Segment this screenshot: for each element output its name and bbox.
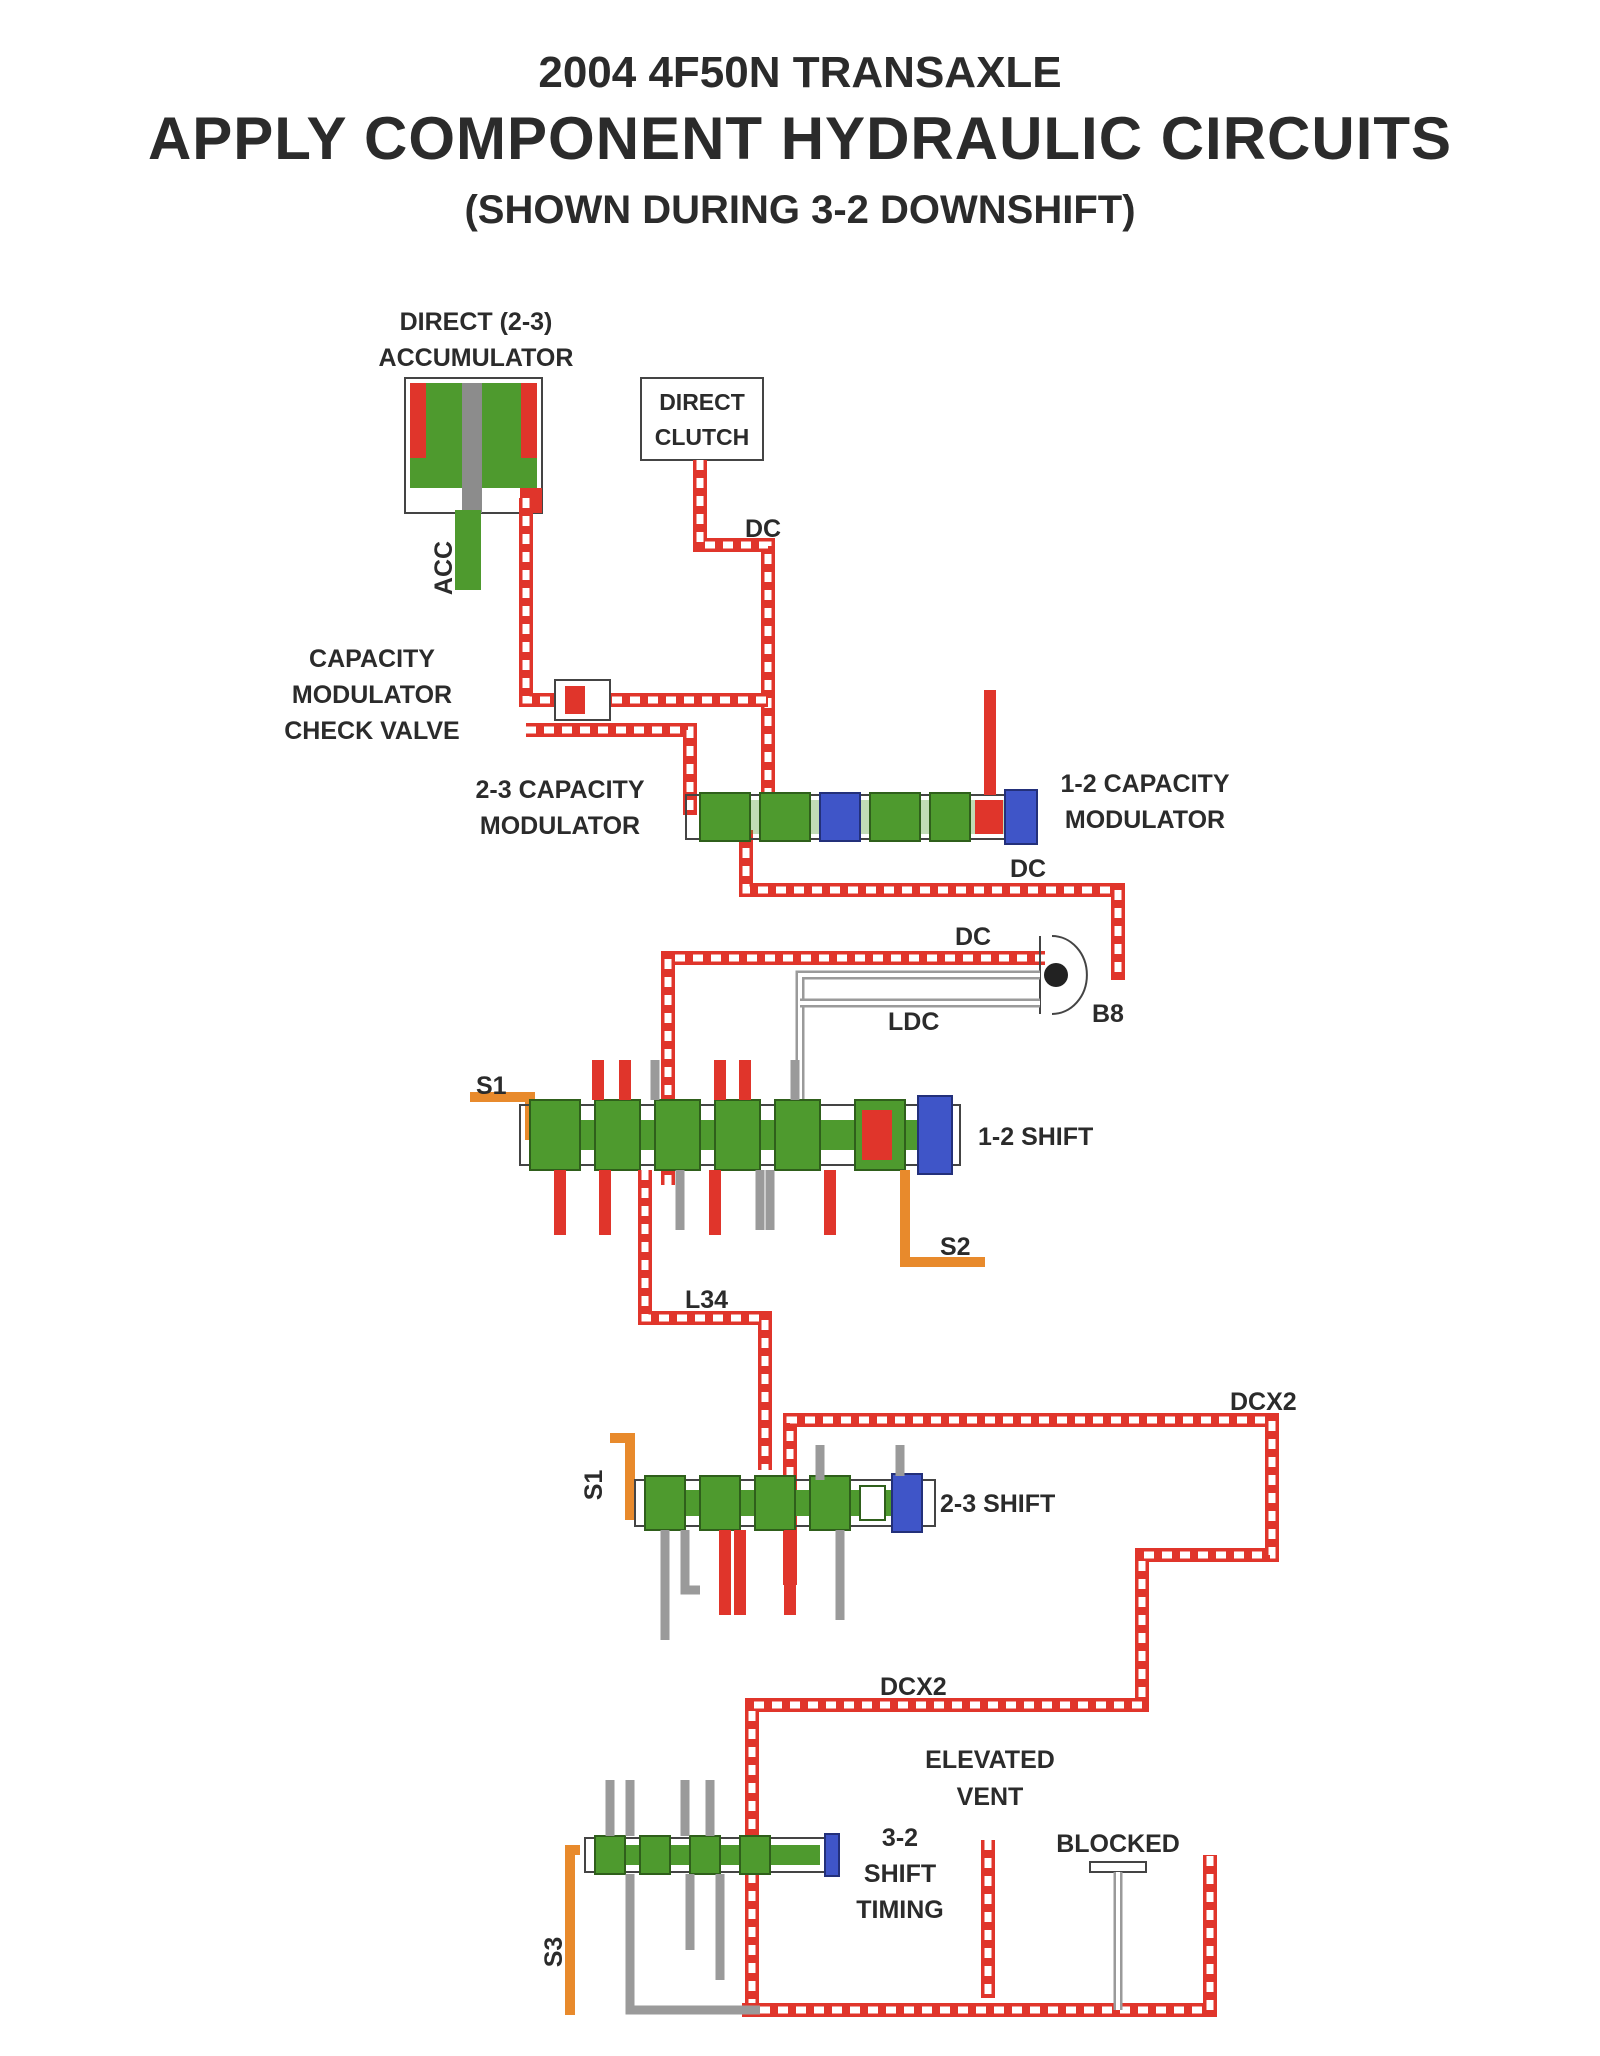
- circuit-label-dc-c: DC: [955, 923, 991, 951]
- capacity-modulator-check-valve: [554, 679, 611, 721]
- s3-feed: [565, 1845, 580, 2015]
- check-valve-label-2: MODULATOR: [292, 681, 452, 709]
- title-subtitle: (SHOWN DURING 3-2 DOWNSHIFT): [464, 188, 1136, 232]
- direct-clutch-label-1: DIRECT: [659, 389, 745, 415]
- shift-valve-23: [634, 1445, 936, 1640]
- ldc-circuit: [795, 970, 1040, 1100]
- direct-clutch-label-2: CLUTCH: [655, 424, 750, 450]
- blocked-label: BLOCKED: [1056, 1830, 1180, 1858]
- s2-feed: [900, 1170, 985, 1267]
- mod-23-label-1: 2-3 CAPACITY: [475, 776, 644, 804]
- circuit-label-l34: L34: [685, 1286, 728, 1314]
- shift-valve-12: [519, 1060, 961, 1235]
- mod-12-label-2: MODULATOR: [1065, 806, 1225, 834]
- circuit-label-s1-a: S1: [476, 1072, 507, 1100]
- elevated-vent-label-1: ELEVATED: [925, 1746, 1055, 1774]
- dcx2-circuit: [742, 1413, 1279, 2017]
- shift-23-label: 2-3 SHIFT: [940, 1490, 1055, 1518]
- timing-32-label-2: SHIFT: [864, 1860, 936, 1888]
- accumulator: [404, 377, 543, 590]
- circuit-label-s3: S3: [540, 1937, 568, 1968]
- title-model: 2004 4F50N TRANSAXLE: [538, 48, 1062, 97]
- mod-12-label-1: 1-2 CAPACITY: [1060, 770, 1229, 798]
- capacity-modulator-valve: [685, 690, 1038, 845]
- circuit-label-ldc: LDC: [888, 1008, 939, 1036]
- check-valve-label-1: CAPACITY: [309, 645, 435, 673]
- circuit-label-acc: ACC: [430, 541, 458, 595]
- circuit-label-dc-b: DC: [1010, 855, 1046, 883]
- mod-23-label-2: MODULATOR: [480, 812, 640, 840]
- timing-32-label-3: TIMING: [856, 1896, 944, 1924]
- accumulator-label-2: ACCUMULATOR: [379, 344, 574, 372]
- check-ball-b8: [1039, 935, 1088, 1015]
- circuit-label-dc-a: DC: [745, 515, 781, 543]
- circuit-label-dcx2-a: DCX2: [1230, 1388, 1297, 1416]
- check-ball-label: B8: [1092, 1000, 1124, 1028]
- shift-12-label: 1-2 SHIFT: [978, 1123, 1093, 1151]
- direct-clutch-box: [640, 377, 764, 461]
- circuit-label-s1-b: S1: [580, 1470, 608, 1501]
- circuit-label-s2: S2: [940, 1233, 971, 1261]
- accumulator-label-1: DIRECT (2-3): [400, 308, 553, 336]
- blocked-port: [1089, 1861, 1147, 2010]
- circuit-label-dcx2-b: DCX2: [880, 1673, 947, 1701]
- title-main: APPLY COMPONENT HYDRAULIC CIRCUITS: [147, 105, 1453, 172]
- l34-circuit: [638, 1170, 772, 1470]
- s1-feed-b: [610, 1433, 635, 1520]
- check-valve-label-3: CHECK VALVE: [284, 717, 459, 745]
- shift-timing-valve-32: [584, 1780, 840, 2015]
- timing-32-label-1: 3-2: [882, 1824, 918, 1852]
- elevated-vent-label-2: VENT: [957, 1783, 1024, 1811]
